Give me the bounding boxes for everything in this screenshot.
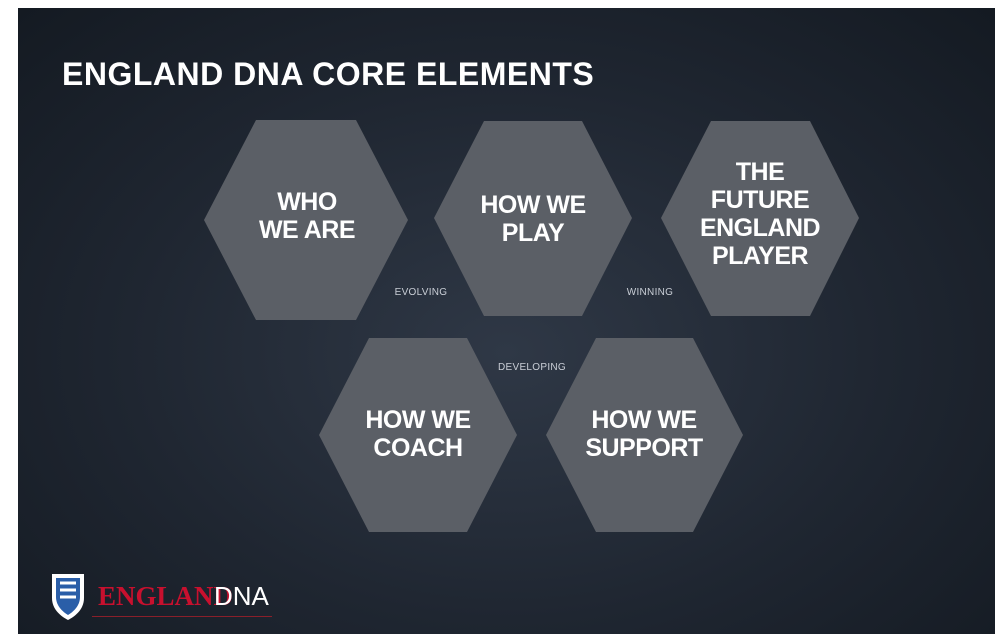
hexagon-label-line: COACH [373,434,462,462]
hexagon-label-line: PLAYER [712,242,809,270]
hexagon-label-line: HOW WE [480,191,585,219]
logo-divider [92,616,272,617]
england-dna-logo: ENGLAND DNA [44,568,276,620]
hexagon-label-line: SUPPORT [585,434,703,462]
link-label-winning: WINNING [627,287,674,298]
hexagon-label-line: ENGLAND [700,214,820,242]
hexagon-label-line: THE [736,158,785,186]
hexagon-shape [661,121,859,316]
hexagon-label-line: FUTURE [711,186,809,214]
hexagon-shape [204,120,408,320]
hexagon-label-line: WHO [277,188,337,216]
hexagon-label-line: PLAY [502,219,565,247]
logo-brand-red: ENGLAND [98,581,234,611]
hexagon-shape [546,338,743,532]
slide: ENGLAND DNA CORE ELEMENTS WHO WE ARE HOW… [18,8,995,634]
hexagon-label-line: HOW WE [365,406,470,434]
hexagon-who-we-are: WHO WE ARE [204,120,408,320]
crest-icon [52,574,84,620]
link-label-evolving: EVOLVING [395,287,448,298]
hexagon-how-we-support: HOW WE SUPPORT [546,338,743,532]
hexagon-label-line: HOW WE [591,406,696,434]
logo-brand-rest: DNA [214,581,269,611]
page-title: ENGLAND DNA CORE ELEMENTS [62,56,595,92]
hexagon-future-england-player: THE FUTURE ENGLAND PLAYER [661,121,859,316]
link-label-developing: DEVELOPING [498,362,566,373]
hexagon-how-we-coach: HOW WE COACH [319,338,517,532]
hexagon-shape [319,338,517,532]
hexagon-how-we-play: HOW WE PLAY [434,121,632,316]
hexagon-shape [434,121,632,316]
core-elements-diagram: WHO WE ARE HOW WE PLAY THE FUTURE ENGLAN… [204,120,859,532]
hexagon-label-line: WE ARE [259,216,355,244]
